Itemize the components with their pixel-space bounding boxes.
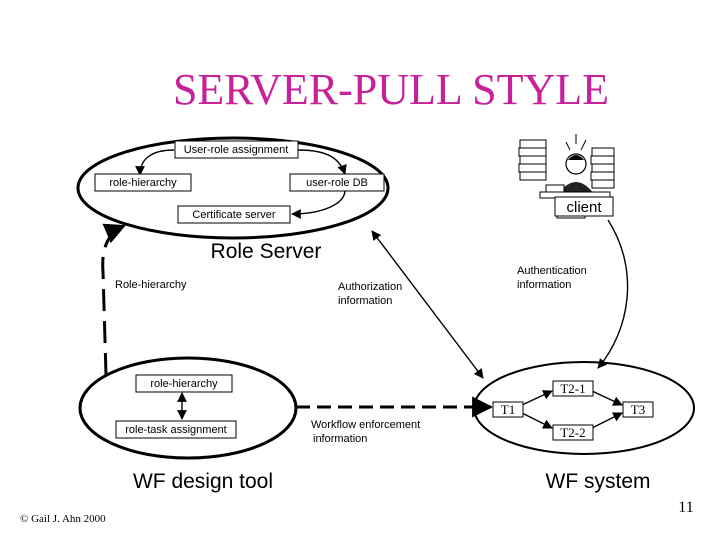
server-role-hierarchy-label: role-hierarchy (109, 177, 177, 189)
role-server-ellipse (76, 136, 390, 240)
page-number: 11 (678, 499, 693, 516)
t1-to-t2-1-arrow (521, 390, 553, 406)
user-role-assignment-label: User-role assignment (184, 144, 289, 156)
task-t2-2-label: T2-2 (560, 425, 585, 440)
role-server-name: Role Server (211, 240, 322, 263)
authorization-information-label: Authorization information (338, 281, 405, 307)
authorization-info-line-2: information (338, 295, 392, 307)
wf-system-name: WF system (546, 470, 651, 493)
client-label: client (566, 199, 602, 216)
role-server-wf-system-double-arrow (371, 230, 484, 379)
assignment-to-hierarchy-arrow (135, 149, 175, 176)
design-role-hierarchy-box (135, 374, 233, 393)
wf-design-tool-ellipse (78, 356, 298, 460)
wf-design-tool-name: WF design tool (133, 470, 273, 493)
client-to-wf-system-arrow (597, 219, 629, 369)
certificate-server-label: Certificate server (192, 209, 275, 221)
role-task-assignment-label: role-task assignment (125, 424, 227, 436)
task-t3-label: T3 (631, 402, 645, 417)
workflow-enforcement-line-1: Workflow enforcement (311, 419, 420, 431)
task-t3-box (622, 401, 654, 418)
assignment-to-db-arrow (297, 149, 347, 175)
server-role-hierarchy-box (94, 173, 192, 192)
design-tool-to-role-server-dashed-arrow (101, 223, 126, 376)
t2-2-to-t3-arrow (591, 412, 623, 429)
role-hierarchy-label: Role-hierarchy (115, 279, 187, 291)
copyright-notice: © Gail J. Ahn 2000 (20, 513, 106, 525)
authorization-info-line-1: Authorization (338, 281, 402, 293)
t2-1-to-t3-arrow (591, 390, 623, 406)
workflow-enforcement-information-label: Workflow enforcement information (311, 419, 423, 445)
task-t2-1-box (552, 380, 594, 397)
authentication-info-line-2: information (517, 279, 571, 291)
task-t1-box (492, 401, 524, 418)
task-t1-label: T1 (501, 402, 515, 417)
certificate-server-box (177, 205, 291, 224)
role-task-assignment-box (115, 420, 237, 439)
client-box (554, 196, 614, 217)
db-to-cert-arrow (291, 189, 346, 219)
workflow-enforcement-line-2: information (313, 433, 367, 445)
authentication-information-label: Authentication information (517, 265, 590, 291)
design-role-hierarchy-label: role-hierarchy (150, 378, 218, 390)
user-role-assignment-box (174, 140, 299, 159)
wf-system-ellipse (473, 361, 695, 455)
task-t2-2-box (552, 424, 594, 441)
slide-title: SERVER-PULL STYLE (173, 65, 609, 114)
t1-to-t2-2-arrow (521, 412, 553, 429)
authentication-info-line-1: Authentication (517, 265, 587, 277)
user-role-db-label: user-role DB (306, 177, 368, 189)
task-t2-1-label: T2-1 (560, 381, 585, 396)
user-role-db-box (289, 173, 385, 192)
